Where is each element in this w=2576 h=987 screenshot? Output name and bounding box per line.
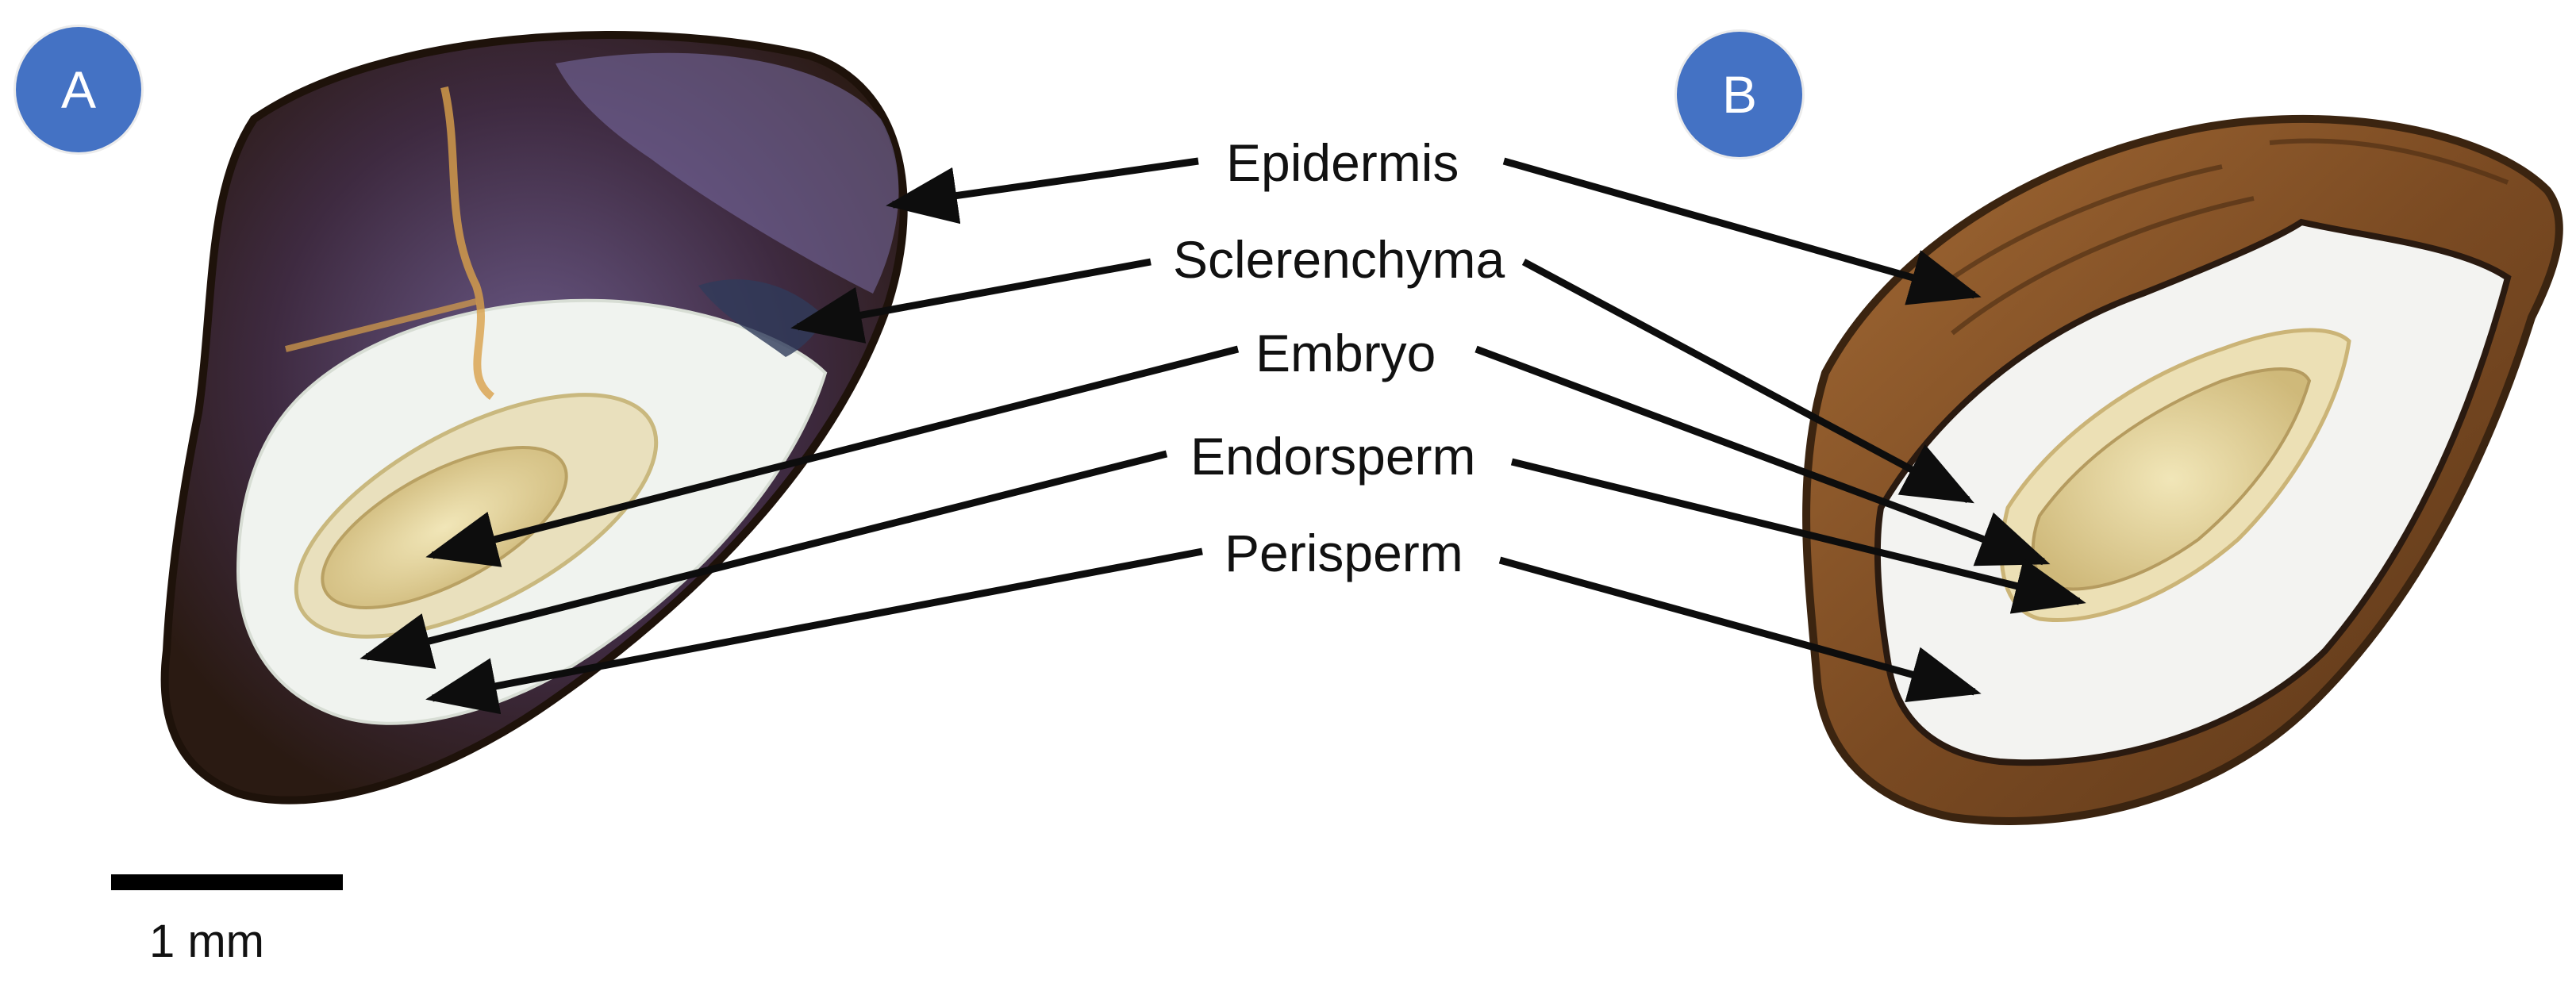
arrow-b-epidermis: [1502, 157, 1982, 305]
seed-a: [160, 31, 908, 805]
panel-b-letter: B: [1721, 65, 1758, 124]
arrow-b-endosperm: [1510, 458, 2086, 614]
panel-a-badge: A: [16, 27, 141, 152]
label-embryo: Embryo: [1255, 324, 1436, 382]
scale-bar-label: 1 mm: [149, 916, 264, 967]
label-endosperm: Endorsperm: [1190, 427, 1476, 486]
arrows-panel-b: [1474, 157, 2086, 703]
panel-a-letter: A: [60, 60, 97, 119]
label-epidermis: Epidermis: [1226, 133, 1459, 192]
arrow-a-perisperm: [425, 547, 1203, 715]
arrows-panel-a: [359, 157, 1240, 715]
arrow-b-embryo: [1474, 345, 2051, 566]
label-sclerenchyma: Sclerenchyma: [1173, 230, 1505, 289]
seed-a-epidermis-outer: [556, 52, 899, 294]
label-perisperm: Perisperm: [1225, 524, 1463, 582]
arrow-a-endosperm: [359, 450, 1168, 669]
seed-a-fiber: [440, 86, 495, 400]
panel-b-badge: B: [1677, 32, 1802, 157]
arrow-a-embryo: [425, 345, 1240, 567]
arrow-b-sclerenchyma: [1521, 259, 1974, 504]
arrow-a-sclerenchyma: [790, 258, 1152, 344]
seed-a-fiber-2: [285, 298, 477, 352]
arrow-a-epidermis: [886, 157, 1199, 225]
arrow-b-perisperm: [1498, 556, 1982, 703]
